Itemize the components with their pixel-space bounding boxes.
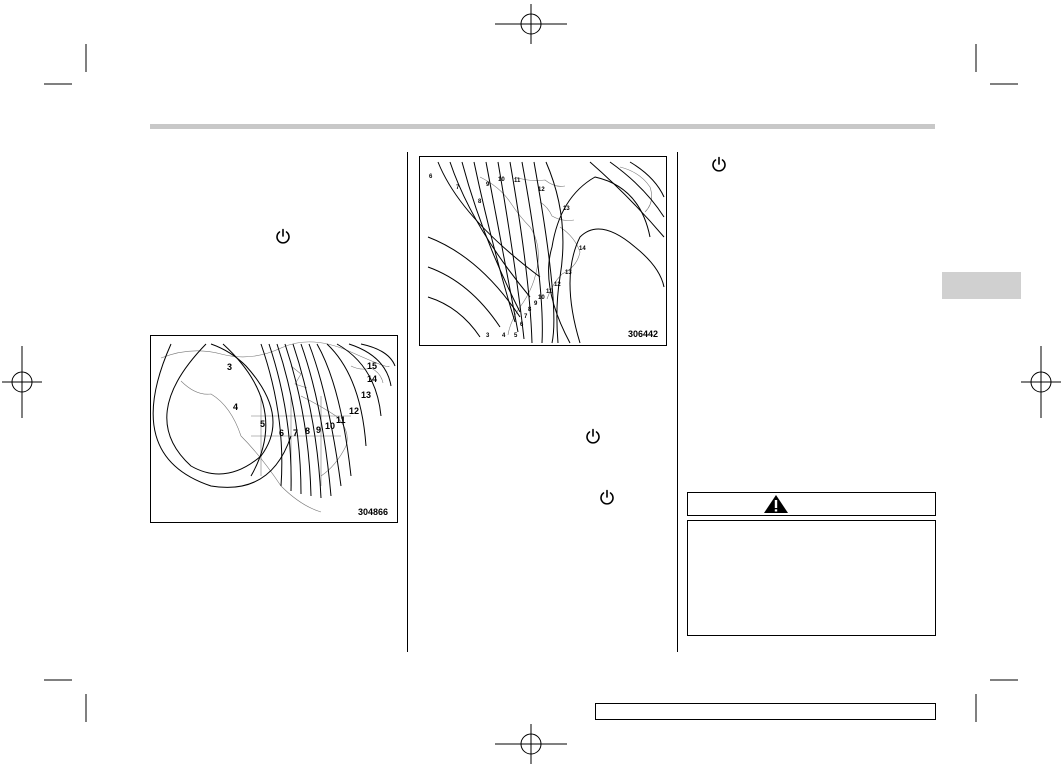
zone-label: 9 xyxy=(534,301,538,307)
zone-label: 9 xyxy=(486,182,490,188)
figure-id: 304866 xyxy=(358,507,388,517)
figure-id: 306442 xyxy=(628,329,658,339)
section-thumb-tab xyxy=(942,272,1021,299)
zone-label: 7 xyxy=(524,314,528,320)
registration-mark-icon xyxy=(2,346,42,418)
zone-label: 10 xyxy=(498,177,505,183)
zone-label: 8 xyxy=(478,199,482,205)
zone-label: 6 xyxy=(520,322,524,328)
zone-label: 14 xyxy=(579,246,586,252)
zone-label: 5 xyxy=(260,419,265,429)
registration-mark-icon xyxy=(495,724,567,764)
zone-label: 7 xyxy=(293,428,298,438)
zone-label: 8 xyxy=(305,426,310,436)
zone-label: 12 xyxy=(554,282,561,288)
registration-mark-icon xyxy=(1021,346,1061,418)
zone-label: 13 xyxy=(565,270,572,276)
zone-label: 8 xyxy=(528,307,532,313)
zone-label: 13 xyxy=(563,206,570,212)
zone-map-north-america: 3 4 5 6 7 8 9 10 11 12 13 14 15 304866 xyxy=(150,335,398,523)
zone-label: 11 xyxy=(514,178,521,184)
footer-box xyxy=(595,703,936,720)
warning-body xyxy=(687,520,936,636)
zone-map-south-america: 6 7 8 9 10 11 12 13 14 13 12 11 10 9 8 7… xyxy=(419,156,667,346)
zone-label: 9 xyxy=(316,425,321,435)
registration-mark-icon xyxy=(495,4,567,44)
zone-label: 4 xyxy=(502,333,506,339)
zone-label: 14 xyxy=(367,374,377,384)
power-icon xyxy=(584,427,602,445)
warning-triangle-icon xyxy=(763,494,789,519)
zone-label: 12 xyxy=(349,406,359,416)
header-rule xyxy=(150,124,935,129)
zone-label: 5 xyxy=(514,333,518,339)
zone-label: 7 xyxy=(456,185,460,191)
zone-label: 4 xyxy=(233,402,238,412)
zone-label: 15 xyxy=(367,361,377,371)
zone-label: 6 xyxy=(279,428,284,438)
zone-label: 3 xyxy=(227,362,232,372)
zone-label: 13 xyxy=(361,390,371,400)
zone-label: 12 xyxy=(538,187,545,193)
zone-label: 6 xyxy=(429,174,433,180)
power-icon xyxy=(598,488,616,506)
power-icon xyxy=(274,227,292,245)
zone-label: 11 xyxy=(546,289,553,295)
column-divider xyxy=(677,152,678,652)
zone-label: 10 xyxy=(325,421,335,431)
column-divider xyxy=(407,152,408,652)
power-icon xyxy=(710,155,728,173)
zone-label: 3 xyxy=(486,333,490,339)
zone-label: 11 xyxy=(336,415,346,425)
warning-header xyxy=(687,492,936,516)
zone-label: 10 xyxy=(538,295,545,301)
